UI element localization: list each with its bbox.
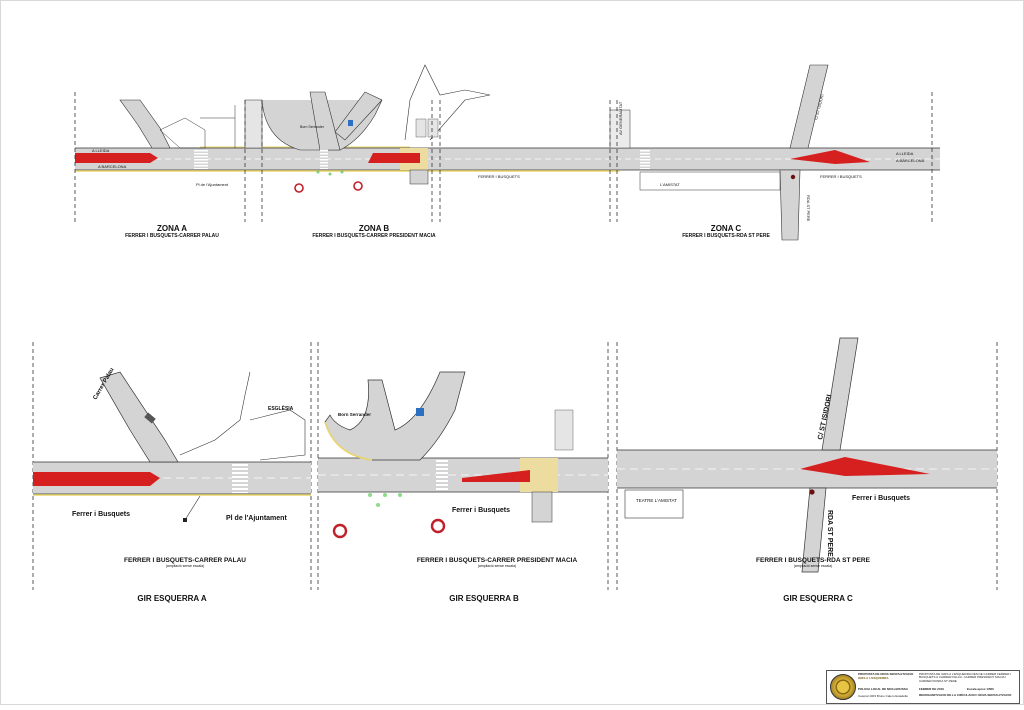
zone-a-subtitle: FERRER I BUSQUETS-CARRER PALAU: [125, 233, 219, 239]
label-a-lleida-c: A LLEIDA: [896, 151, 914, 156]
left-turn-lane-b: [462, 470, 530, 482]
tb-org: POLICIA LOCAL DE MOLLERUSSA: [858, 688, 909, 691]
tb-author: Caporal 1003 Bruno Calero Estadella: [858, 695, 908, 698]
gir-a-note: (ampliació sense escala): [165, 564, 205, 568]
label-lamistat: L'AMISTAT: [660, 182, 680, 187]
gir-b-subtitle: FERRER I BUSQUETS-CARRER PRESIDENT MACIA: [416, 557, 578, 564]
bottom-panel-separators: [32, 342, 998, 590]
tb-line2: GIRS A L'ESQUERRA: [858, 677, 889, 680]
zone-c-title: ZONA C: [710, 224, 742, 233]
top-road-strip: [75, 64, 940, 241]
zone-b-label: ZONA B FERRER I BUSQUETS-CARRER PRESIDEN…: [312, 224, 435, 239]
tb-desc: PROPOSTA DE GIRS A L'ESQUERRA DES DE CAR…: [919, 673, 1012, 683]
label-teatre-lamistat: TEATRE L'AMISTAT: [636, 498, 677, 503]
label-pl-ajuntament-top: Pl de l'Ajuntament: [196, 182, 229, 187]
label-esglesia: ESGLÈSIA: [268, 404, 294, 412]
left-turn-lane-zone-a: [75, 153, 158, 163]
label-av-generalitat: AV GENERALITAT: [618, 101, 623, 135]
gir-b-caption: FERRER I BUSQUETS-CARRER PRESIDENT MACIA…: [417, 557, 577, 568]
gir-c-heading: GIR ESQUERRA C: [783, 594, 853, 603]
gir-a-title: GIR ESQUERRA A: [137, 594, 207, 603]
left-turn-lane-zone-b: [368, 153, 420, 163]
zone-b-title: ZONA B: [358, 224, 390, 233]
left-turn-lane-zone-c: [790, 150, 870, 164]
label-born-serrander: Born Serrander: [338, 412, 371, 417]
zone-c-subtitle: FERRER I BUSQUETS-RDA ST PERE: [682, 233, 770, 239]
tb-scale: Escala aprox 1/500: [967, 688, 994, 691]
gir-c-note: (ampliació sense escala): [793, 564, 833, 568]
label-ferrer-busquets-top-c: FERRER I BUSQUETS: [820, 174, 862, 179]
label-born-serrander-top: Born Serrander: [300, 125, 325, 129]
label-ferrer-busquets-top: FERRER I BUSQUETS: [478, 174, 520, 179]
gir-c-subtitle: FERRER I BUSQUETS-RDA ST PERE: [756, 557, 870, 564]
zone-c-label: ZONA C FERRER I BUSQUETS-RDA ST PERE: [682, 224, 770, 239]
left-turn-lane-a: [33, 472, 160, 486]
gir-a-caption: FERRER I BUSQUETS-CARRER PALAU (ampliaci…: [124, 557, 246, 568]
left-turn-lane-c: [800, 457, 930, 476]
label-st-isidori-top: C/ ST ISIDORI: [813, 94, 825, 121]
gir-b-note: (ampliació sense escala): [477, 564, 517, 568]
label-rda-st-pere: RDA ST PERE: [826, 510, 833, 557]
gir-c-caption: FERRER I BUSQUETS-RDA ST PERE (ampliació…: [756, 557, 870, 568]
label-ferrer-busquets-b: Ferrer i Busquets: [452, 507, 510, 514]
label-ferrer-busquets-c: Ferrer i Busquets: [852, 495, 910, 502]
zone-a-title: ZONA A: [156, 224, 188, 233]
gir-a-heading: GIR ESQUERRA A: [137, 594, 206, 603]
top-zone-separators: [74, 92, 933, 222]
gir-c-title: GIR ESQUERRA C: [783, 594, 853, 603]
police-seal-icon: [830, 674, 856, 700]
label-ferrer-busquets-a: Ferrer i Busquets: [72, 511, 130, 518]
panel-gir-c: [617, 337, 997, 573]
gir-b-heading: GIR ESQUERRA B: [449, 594, 519, 603]
label-a-barcelona-c: A BARCELONA: [896, 158, 925, 163]
label-a-barcelona: A BARCELONA: [98, 164, 127, 169]
gir-a-subtitle: FERRER I BUSQUETS-CARRER PALAU: [124, 557, 246, 564]
panel-gir-a: [33, 371, 311, 522]
title-block: PROPOSTA DE NOVA SENYALITZACIÓ GIRS A L'…: [826, 670, 1020, 704]
gir-b-title: GIR ESQUERRA B: [449, 594, 519, 603]
zone-b-subtitle: FERRER I BUSQUETS-CARRER PRESIDENT MACIA: [312, 233, 436, 239]
tb-project: REORGANITZACIÓ DE LA CIRCULACIÓ I NOVA S…: [919, 694, 1012, 697]
label-pl-ajuntament-a: Pl de l'Ajuntament: [226, 515, 287, 522]
tb-line1: PROPOSTA DE NOVA SENYALITZACIÓ: [858, 673, 914, 676]
label-a-lleida: A LLEIDA: [92, 148, 110, 153]
tb-date: FEBRER DE 2019: [919, 688, 944, 691]
label-rda-st-pere-top: RDA ST PERE: [806, 195, 811, 222]
zone-a-label: ZONA A FERRER I BUSQUETS-CARRER PALAU: [125, 224, 219, 239]
panel-gir-b: [318, 371, 608, 539]
